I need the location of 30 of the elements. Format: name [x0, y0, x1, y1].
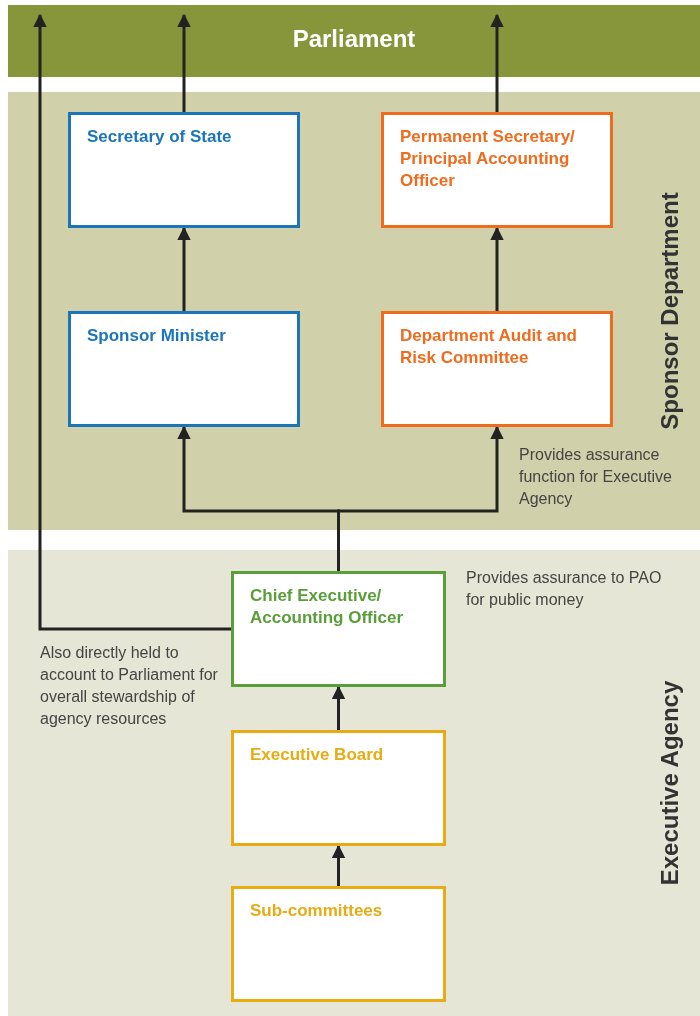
org-box [68, 311, 300, 427]
arrow [177, 13, 191, 112]
band-title: Sponsor Department [656, 192, 684, 430]
band [8, 550, 700, 1016]
box-title: Department Audit and Risk Committee [400, 325, 578, 369]
org-box [231, 571, 446, 687]
box-title: Sub-committees [250, 900, 384, 922]
box-title: Executive Board [250, 744, 385, 766]
arrow [331, 844, 346, 886]
band-title: Executive Agency [656, 680, 684, 886]
box-title: Secretary of State [87, 126, 233, 148]
box-title: Chief Executive/ Accounting Officer [250, 585, 404, 629]
org-box [381, 311, 613, 427]
band [8, 5, 700, 77]
org-box [381, 112, 613, 228]
arrow [490, 13, 504, 112]
org-box [231, 730, 446, 846]
box-title: Permanent Secretary/ Principal Accounting Officer [400, 126, 576, 192]
annotation: Provides assurance to PAO for public money [466, 568, 663, 610]
arrow [331, 685, 346, 730]
arrow [177, 226, 191, 311]
annotation: Also directly held to account to Parliament for overall stewardship of agency resources [40, 643, 219, 729]
annotation: Provides assurance function for Executive Agency [519, 445, 673, 509]
org-box [231, 886, 446, 1002]
org-box [68, 112, 300, 228]
band-title: Parliament [291, 25, 417, 53]
arrow [490, 226, 504, 311]
band [8, 92, 700, 530]
box-title: Sponsor Minister [87, 325, 227, 347]
arrow [33, 13, 231, 631]
